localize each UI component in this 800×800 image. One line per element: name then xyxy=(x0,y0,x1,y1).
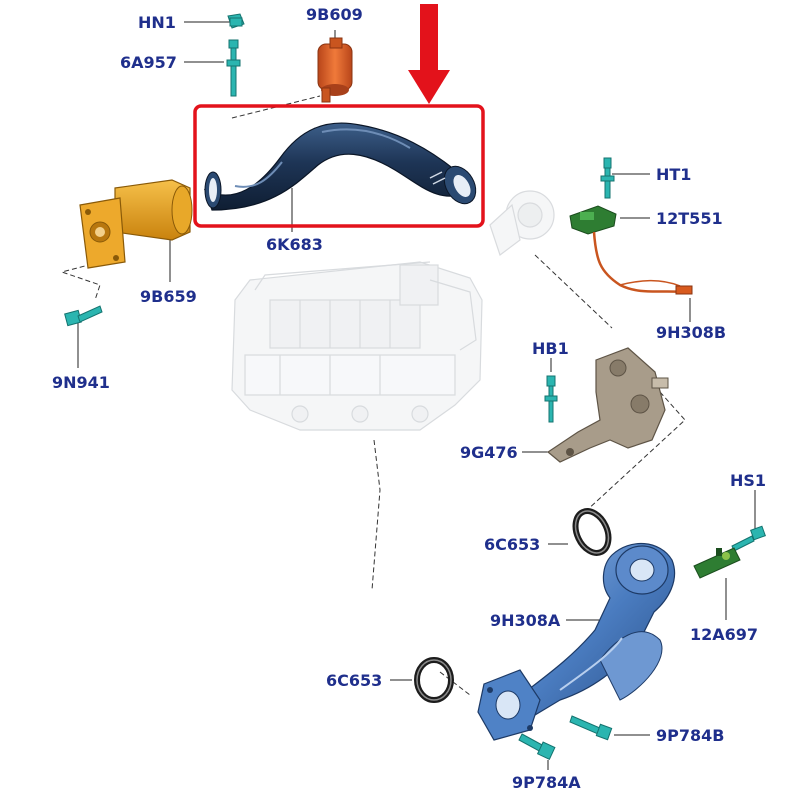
label-9h308b: 9H308B xyxy=(656,323,726,342)
label-9b659: 9B659 xyxy=(140,287,197,306)
hn1-nut xyxy=(227,13,245,29)
hb1-stud xyxy=(544,375,558,423)
6c653-upper-gasket xyxy=(572,508,612,556)
turbo-housing-faded xyxy=(489,190,555,256)
9p784b-bolt xyxy=(569,715,613,741)
label-6k683: 6K683 xyxy=(266,235,323,254)
label-9b609: 9B609 xyxy=(306,5,363,24)
assembly-leader-lines xyxy=(60,95,686,696)
label-6c653-lower: 6C653 xyxy=(326,671,382,690)
label-leader-lines xyxy=(77,21,756,770)
9h308a-egr-pipe xyxy=(477,542,676,741)
6k683-hose[interactable] xyxy=(203,122,482,211)
9b609-clamp xyxy=(317,37,353,103)
6a957-stud xyxy=(226,39,241,97)
label-6c653-upper: 6C653 xyxy=(484,535,540,554)
highlight-box xyxy=(193,104,485,228)
12a697-sensor xyxy=(693,547,741,579)
label-hs1: HS1 xyxy=(730,471,766,490)
label-ht1: HT1 xyxy=(656,165,691,184)
9g476-bracket xyxy=(546,347,669,463)
part-labels: HN1 9B609 6A957 6K683 HT1 12T551 9B659 9… xyxy=(52,5,766,792)
6c653-lower-gasket xyxy=(414,657,454,703)
label-9p784b: 9P784B xyxy=(656,726,724,745)
label-12a697: 12A697 xyxy=(690,625,758,644)
12t551-sensor xyxy=(569,205,617,235)
label-12t551: 12T551 xyxy=(656,209,723,228)
9p784a-bolt xyxy=(518,733,556,760)
label-9h308a: 9H308A xyxy=(490,611,561,630)
ht1-stud xyxy=(600,157,615,199)
label-9n941: 9N941 xyxy=(52,373,110,392)
label-6a957: 6A957 xyxy=(120,53,177,72)
engine-block xyxy=(231,261,483,431)
label-hb1: HB1 xyxy=(532,339,569,358)
highlight-arrow xyxy=(408,4,450,104)
hs1-bolt xyxy=(731,525,766,552)
9h308b-harness xyxy=(592,231,693,295)
label-9g476: 9G476 xyxy=(460,443,518,462)
9n941-bolt xyxy=(64,305,103,327)
label-hn1: HN1 xyxy=(138,13,176,32)
9b659-catalyst xyxy=(79,179,193,269)
label-9p784a: 9P784A xyxy=(512,773,581,792)
